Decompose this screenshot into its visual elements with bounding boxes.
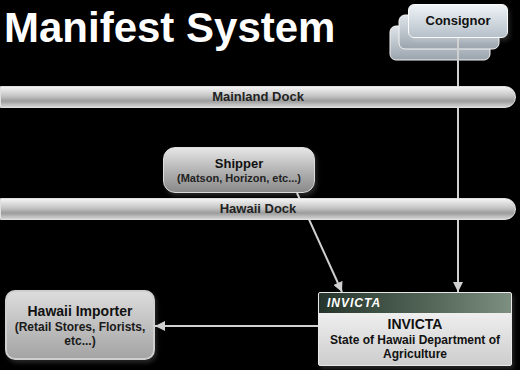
consignor-box: Consignor <box>408 4 508 38</box>
dock-band: Mainland Dock <box>0 86 516 108</box>
dock-band: Hawaii Dock <box>0 198 516 220</box>
node-heading: Consignor <box>426 13 491 29</box>
node-text: (Matson, Horizon, etc...) <box>177 172 301 185</box>
node-text: INVICTA <box>388 316 443 333</box>
importer-box: Hawaii Importer(Retail Stores, Florists,… <box>5 290 155 360</box>
node-text: (Retail Stores, Florists, etc...) <box>13 320 147 348</box>
node-heading: Shipper <box>215 156 263 172</box>
shipper-box: Shipper(Matson, Horizon, etc...) <box>163 147 315 193</box>
flow-arrow <box>155 325 318 327</box>
slide-title: Manifest System <box>4 4 335 52</box>
agency-box: INVICTAINVICTAState of Hawaii Department… <box>318 292 512 366</box>
flow-arrow <box>457 38 459 292</box>
node-heading: Mainland Dock <box>212 89 304 105</box>
logo-strip: INVICTA <box>319 293 511 313</box>
node-heading: Hawaii Dock <box>220 201 297 217</box>
node-text: State of Hawaii Department of Agricultur… <box>319 333 511 361</box>
node-heading: Hawaii Importer <box>27 303 132 320</box>
